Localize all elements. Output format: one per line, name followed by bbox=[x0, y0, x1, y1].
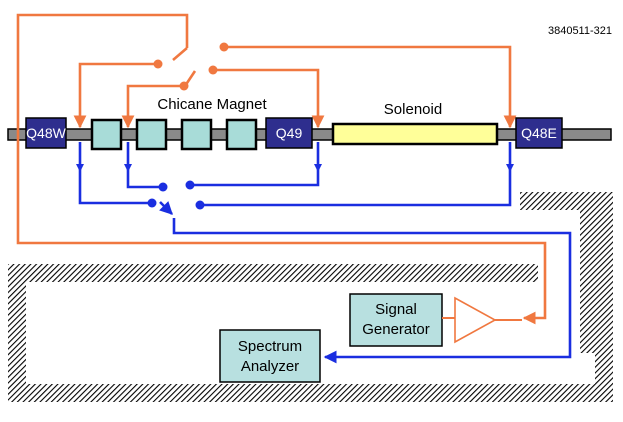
pickup-switch-contacts bbox=[147, 180, 205, 210]
spectrum-analyzer-label-2: Analyzer bbox=[241, 358, 299, 375]
chicane-magnets bbox=[90, 118, 258, 151]
tunnel-walls bbox=[8, 192, 613, 402]
spectrum-analyzer-label-1: Spectrum bbox=[238, 338, 302, 355]
signal-generator: Signal Generator bbox=[349, 293, 443, 347]
signal-generator-label-1: Signal bbox=[375, 301, 417, 318]
signal-generator-label-2: Generator bbox=[362, 321, 430, 338]
quad-q49: Q49 bbox=[265, 117, 313, 149]
drive-switch-contacts bbox=[153, 42, 229, 91]
quad-q48w-label: Q48W bbox=[26, 125, 66, 141]
quad-q49-label: Q49 bbox=[276, 125, 303, 141]
pickup-arrowheads bbox=[76, 164, 514, 172]
quad-q48e-label: Q48E bbox=[521, 125, 557, 141]
solenoid bbox=[331, 122, 499, 146]
spectrum-analyzer: Spectrum Analyzer bbox=[219, 329, 321, 383]
quad-q48e: Q48E bbox=[515, 117, 563, 149]
solenoid-label: Solenoid bbox=[384, 101, 442, 118]
pickup-lines bbox=[78, 142, 572, 364]
amplifier-icon bbox=[454, 296, 497, 344]
figure-id: 3840511-321 bbox=[548, 25, 612, 37]
quad-q48w: Q48W bbox=[25, 117, 67, 149]
drive-lines bbox=[16, 13, 547, 325]
chicane-label: Chicane Magnet bbox=[157, 96, 267, 113]
